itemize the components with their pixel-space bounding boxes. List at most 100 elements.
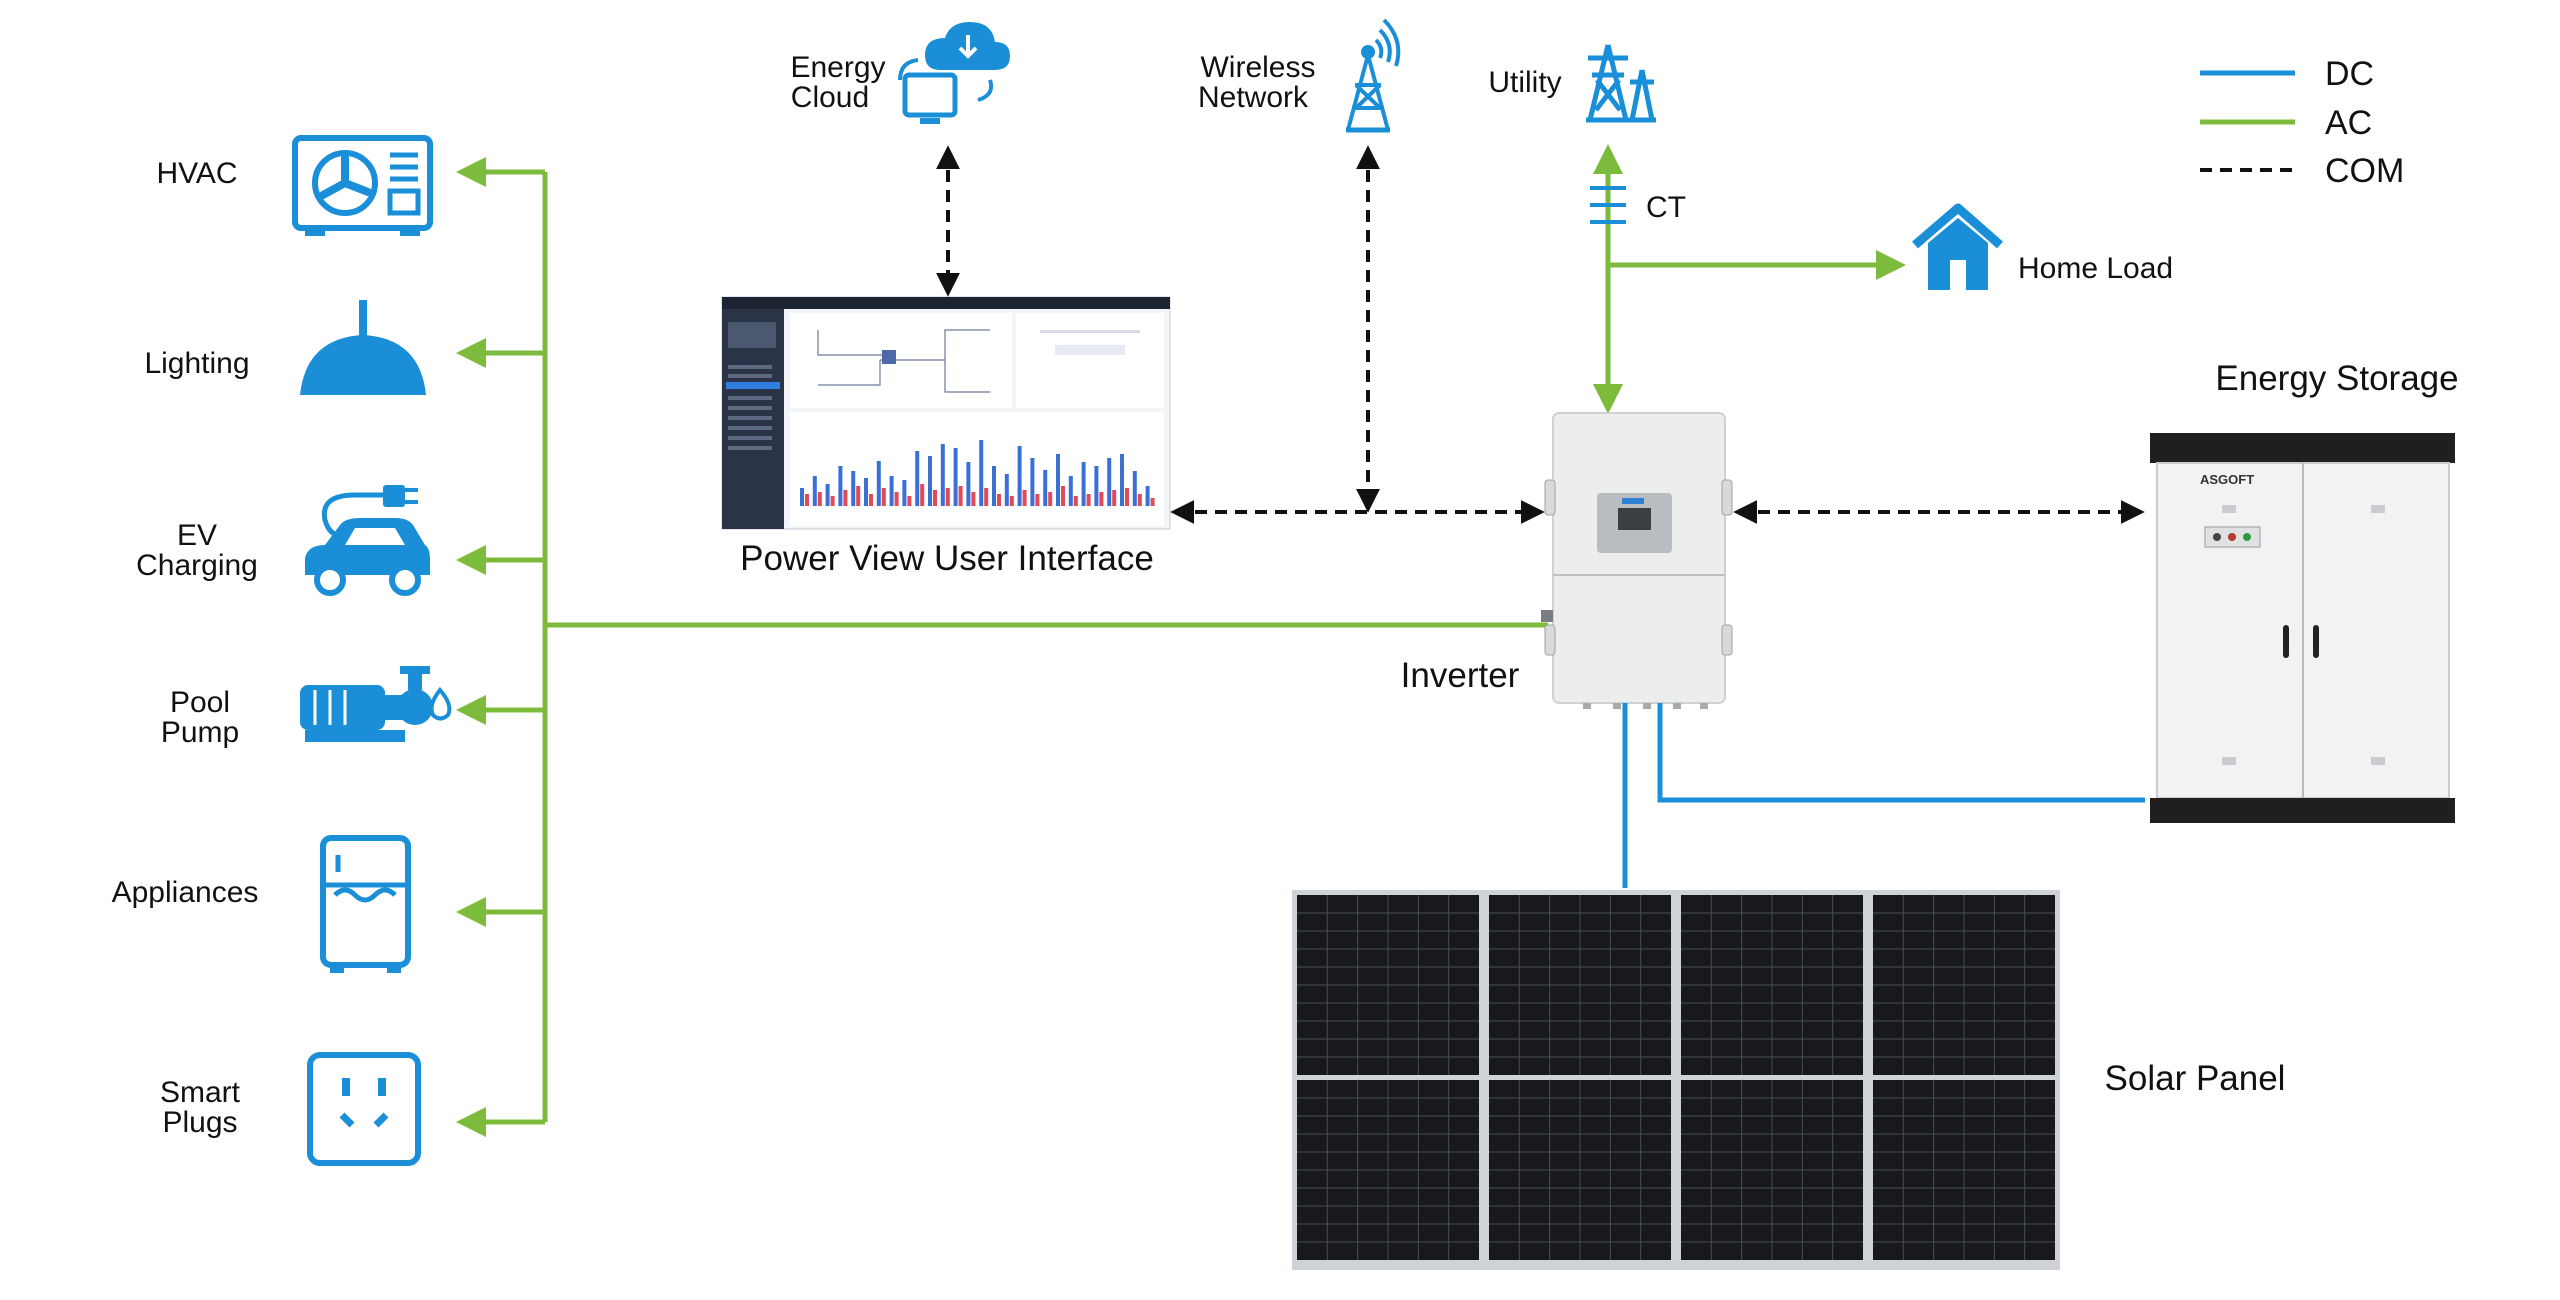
ct-label: CT [1646, 191, 1686, 224]
ui-bar-blue [992, 466, 996, 506]
ui-mini-bar-chart [800, 440, 1155, 506]
ui-bar-blue [889, 476, 894, 506]
ui-bar-red [971, 492, 976, 506]
radio-tower-icon [1346, 18, 1401, 133]
ui-bar-red [1112, 490, 1117, 506]
ui-bar-blue [800, 488, 804, 506]
storage-label: Energy Storage [2215, 359, 2458, 398]
ui-bar-red [1035, 494, 1040, 506]
ui-bar-blue [1145, 486, 1150, 506]
lighting-label: Lighting [144, 347, 249, 380]
ui-bar-blue [915, 451, 920, 506]
ui-bar-red [958, 486, 963, 506]
ui-bar-red [933, 490, 937, 506]
ui-bar-blue [953, 448, 958, 506]
ui-bar-red [1086, 494, 1091, 506]
storage-brand: ASGOFT [2200, 472, 2254, 487]
ui-bar-blue [876, 461, 881, 506]
ui-bar-blue [812, 476, 817, 506]
load-appliances: Appliances [112, 835, 411, 973]
com-links [936, 145, 2145, 524]
ev-label-line1: EV [177, 519, 217, 552]
hvac-unit-icon [292, 135, 433, 236]
pool-label-line2: Pump [161, 716, 239, 749]
dc-links [1622, 703, 2145, 888]
ui-bar-red [1137, 494, 1142, 506]
home-load: Home Load [1912, 203, 2173, 290]
power-pylon-icon [1586, 44, 1656, 123]
ui-bar-red [1125, 488, 1129, 506]
current-transformer-icon [1590, 186, 1626, 224]
legend-dc-label: DC [2325, 55, 2374, 93]
home-load-label: Home Load [2018, 252, 2173, 285]
load-hvac: HVAC [156, 135, 433, 236]
ui-bar-red [1048, 492, 1053, 506]
utility-ac-line [1593, 144, 1906, 414]
refrigerator-icon [320, 835, 411, 973]
house-icon [1912, 203, 2003, 290]
ui-bar-blue [979, 440, 984, 506]
cloud-label-line2: Cloud [791, 81, 869, 114]
ui-bar-red [1150, 498, 1155, 506]
wireless-label-line1: Wireless [1200, 51, 1315, 84]
ui-bar-red [894, 492, 899, 506]
ui-bar-blue [1043, 470, 1048, 506]
ui-bar-red [1061, 486, 1065, 506]
legend: DC AC COM [2200, 55, 2404, 190]
ui-bar-blue [940, 444, 945, 506]
ui-bar-red [805, 494, 809, 506]
ui-bar-red [1009, 496, 1014, 506]
utility-label: Utility [1488, 66, 1561, 99]
load-pool-pump: Pool Pump [161, 666, 452, 749]
load-ev: EV Charging [136, 485, 430, 596]
cloud-label-line1: Energy [790, 51, 885, 84]
ui-bar-blue [825, 484, 830, 506]
ui-bar-red [869, 494, 873, 506]
ui-bar-blue [864, 478, 868, 506]
ceiling-lamp-icon [300, 300, 426, 395]
ui-bar-red [843, 490, 848, 506]
ui-bar-blue [1120, 454, 1124, 506]
wireless-network: Wireless Network [1198, 18, 1401, 133]
ui-bar-blue [1107, 458, 1112, 506]
utility: Utility [1488, 44, 1656, 123]
ui-bar-blue [966, 462, 971, 506]
ui-bar-red [920, 484, 925, 506]
ev-label-line2: Charging [136, 549, 258, 582]
wall-socket-icon [307, 1052, 421, 1166]
energy-storage-cabinet: ASGOFT [2150, 433, 2455, 823]
energy-cloud: Energy Cloud [790, 22, 1010, 124]
ui-bar-blue [1094, 466, 1099, 506]
ui-bar-red [1099, 492, 1104, 506]
power-view-ui-screenshot [721, 296, 1171, 530]
plugs-label-line2: Plugs [162, 1106, 237, 1139]
ui-bar-blue [838, 466, 843, 506]
water-pump-icon [300, 666, 452, 742]
solar-label: Solar Panel [2105, 1059, 2286, 1098]
ui-label: Power View User Interface [740, 539, 1154, 578]
ui-bar-red [984, 488, 989, 506]
ui-bar-blue [1017, 446, 1022, 506]
ct-sensor: CT [1590, 186, 1686, 224]
legend-com-label: COM [2325, 152, 2404, 190]
ui-bar-blue [1068, 476, 1073, 506]
ui-bar-red [907, 496, 912, 506]
ui-bar-red [997, 494, 1001, 506]
hvac-label: HVAC [156, 157, 237, 190]
plugs-label-line1: Smart [160, 1076, 241, 1109]
ui-bar-blue [1056, 454, 1060, 506]
ui-bar-red [881, 488, 886, 506]
solar-panel-array [1292, 890, 2060, 1270]
inverter-label: Inverter [1401, 656, 1520, 695]
load-lighting: Lighting [144, 300, 426, 395]
ui-bar-blue [928, 456, 932, 506]
wireless-label-line2: Network [1198, 81, 1309, 114]
ac-load-bus [456, 157, 1548, 1137]
ui-bar-red [945, 488, 950, 506]
ui-bar-red [1022, 490, 1027, 506]
ui-bar-blue [1030, 458, 1035, 506]
ev-car-charging-icon [305, 485, 430, 596]
ui-bar-blue [1004, 474, 1009, 506]
ui-bar-blue [902, 480, 907, 506]
